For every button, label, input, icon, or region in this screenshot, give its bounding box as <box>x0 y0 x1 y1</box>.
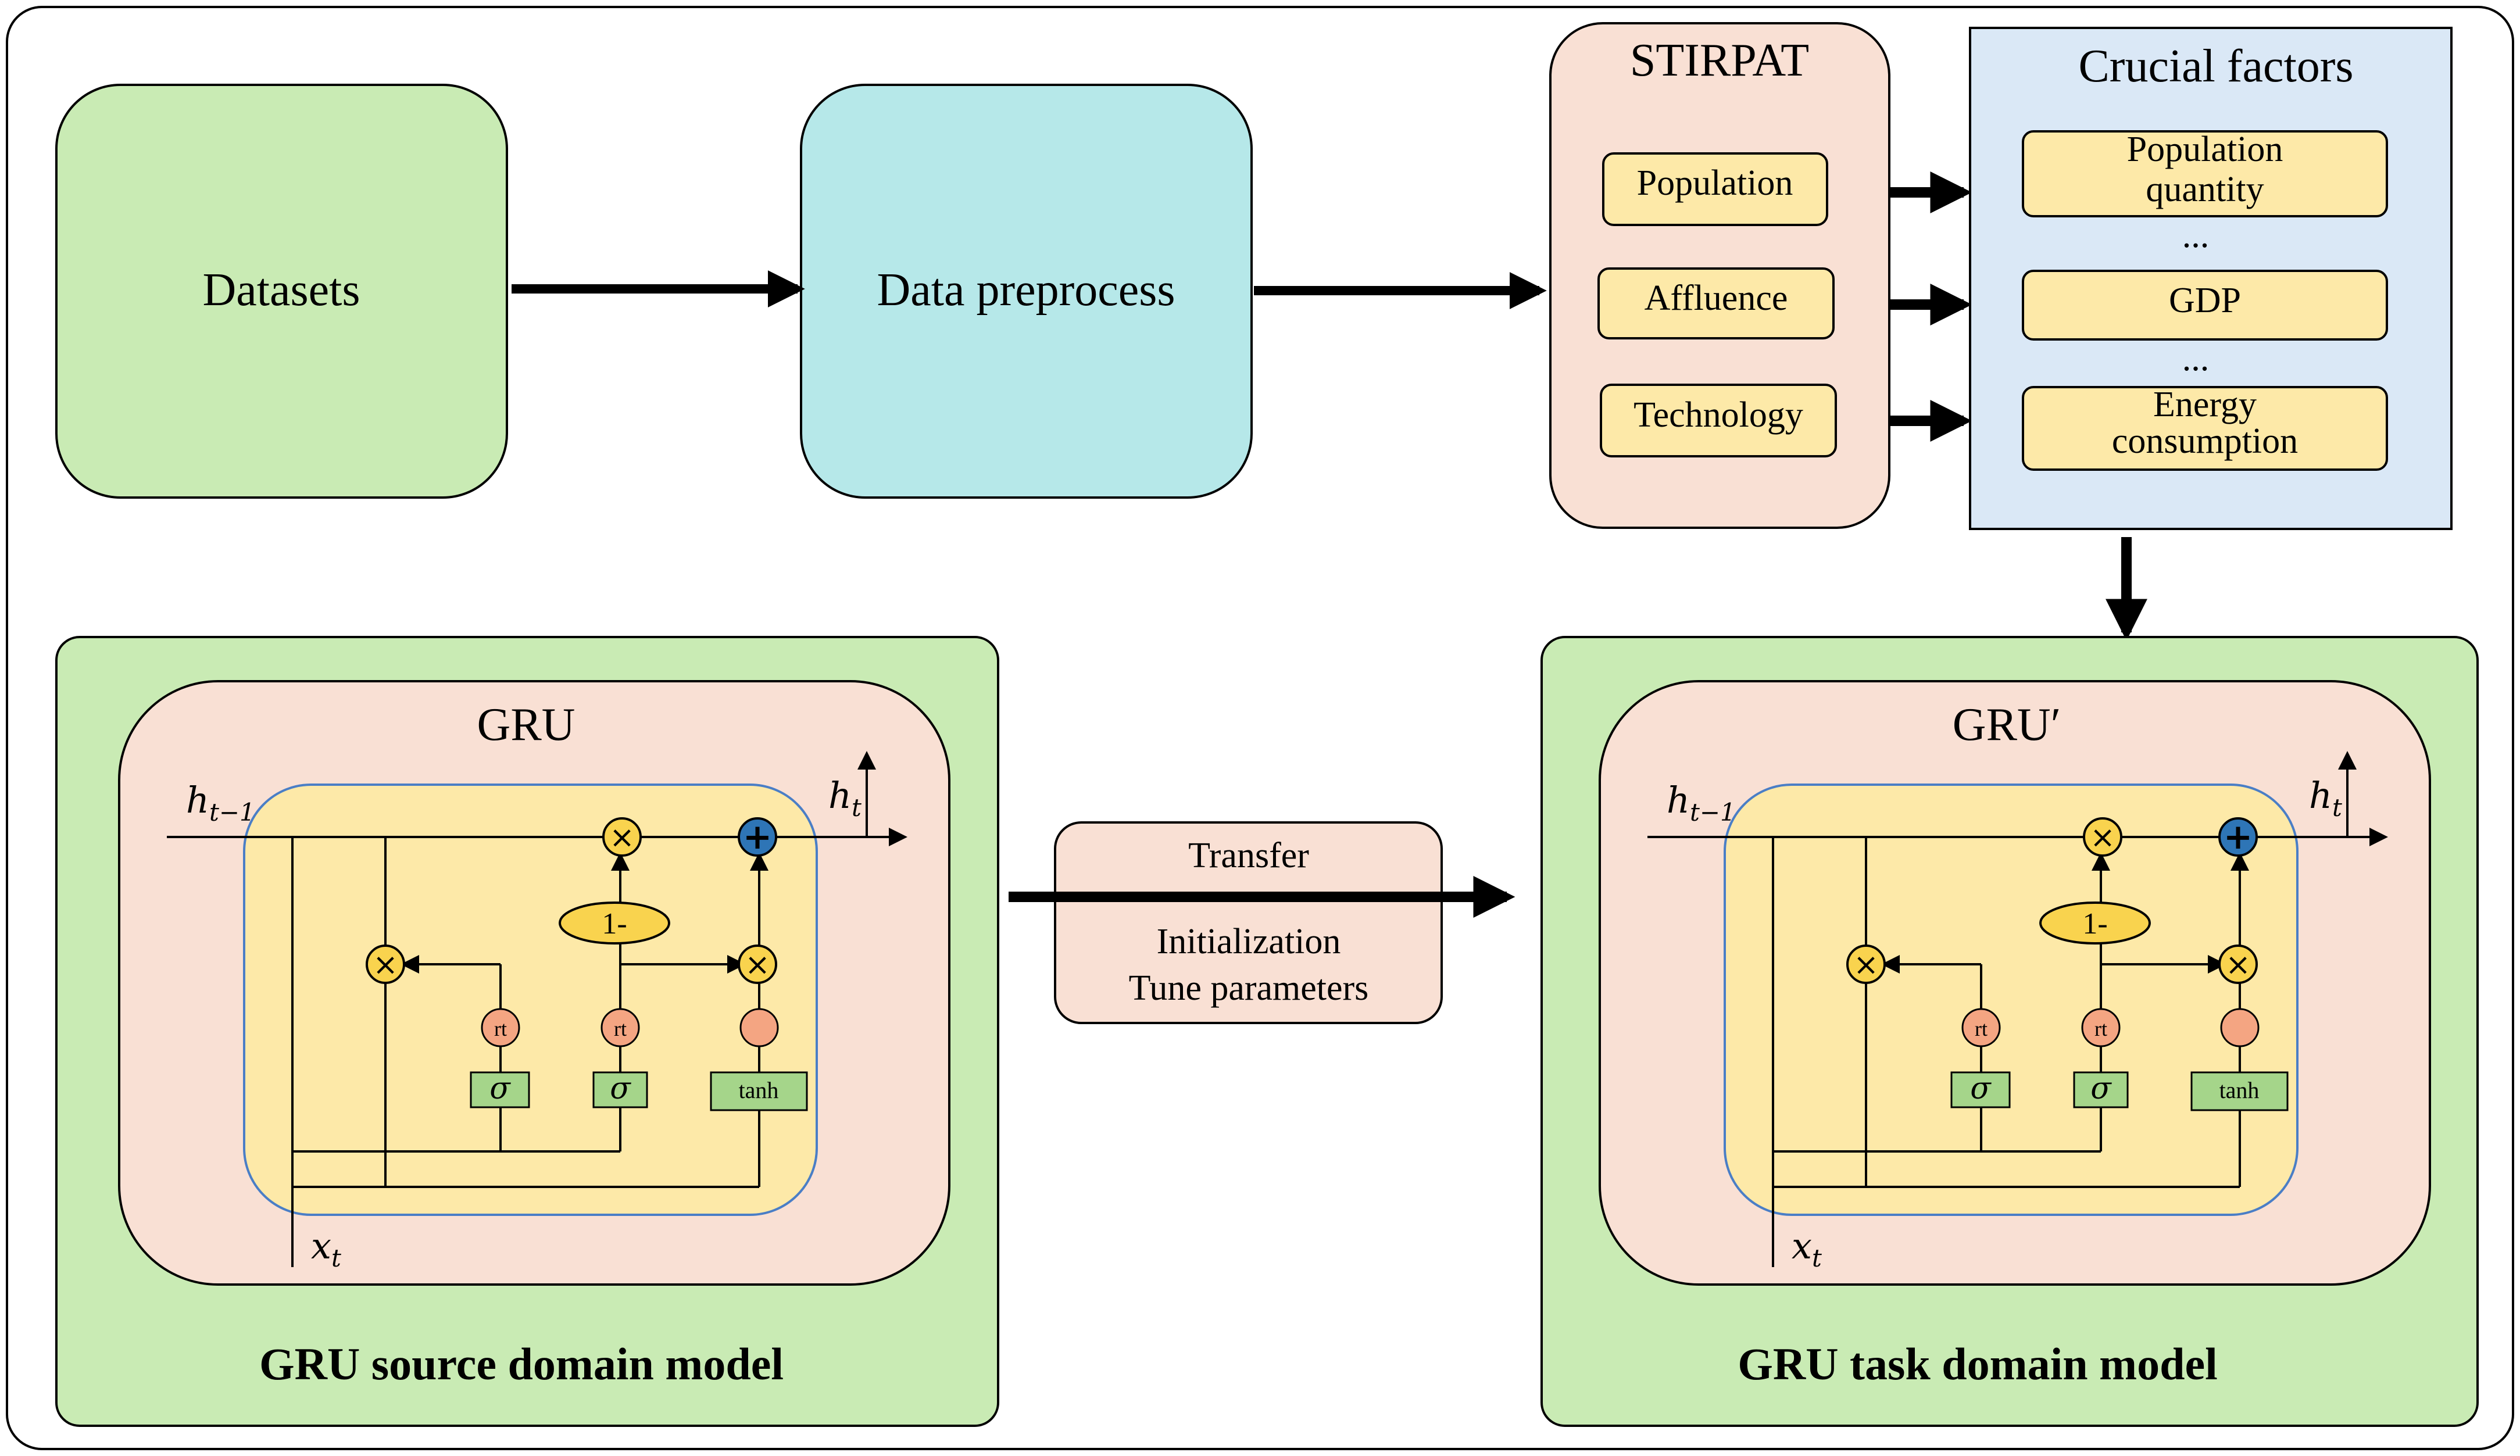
svg-text:tanh: tanh <box>2219 1077 2260 1103</box>
stirpat-item-technology-label: Technology <box>1633 395 1803 435</box>
crucial-item-energy-consumption <box>2022 386 2388 471</box>
svg-text:×: × <box>2225 947 2251 982</box>
svg-text:σ: σ <box>1970 1071 1992 1106</box>
gru-cell-task: GRU′ ht−1 h <box>1599 680 2431 1286</box>
svg-text:×: × <box>373 947 398 982</box>
crucial-factors-title: Crucial factors <box>2078 41 2353 92</box>
tanh-box: tanh <box>710 1071 808 1111</box>
crucial-item-gdp <box>2022 270 2388 341</box>
multiply-node-top: × <box>2083 817 2122 857</box>
gru-inner-cell <box>243 784 818 1216</box>
svg-text:+: + <box>2224 817 2253 857</box>
gru-title: GRU <box>477 699 576 750</box>
gru-cell-source: GRU ht−1 ht <box>118 680 950 1286</box>
tanh-box: tanh <box>2190 1071 2289 1111</box>
x-in-label: xt <box>311 1225 341 1272</box>
svg-text:+: + <box>743 817 772 857</box>
one-minus-node: 1- <box>2039 901 2151 945</box>
crucial-ellipsis-1: ... <box>2182 216 2210 255</box>
candidate-node <box>739 1008 779 1047</box>
reset-gate-node: rt <box>1961 1008 2001 1047</box>
gru-wires <box>1647 751 2388 1267</box>
h-out-label: ht <box>828 774 862 822</box>
update-gate-node: rt <box>600 1008 640 1047</box>
stirpat-item-affluence <box>1597 267 1835 339</box>
sigma-box-reset: σ <box>1950 1071 2011 1108</box>
plus-node: + <box>738 817 777 857</box>
crucial-item-energy-line2: consumption <box>2112 421 2298 461</box>
multiply-node-top: × <box>602 817 642 857</box>
one-minus-node: 1- <box>559 901 670 945</box>
h-prev-label: ht−1 <box>186 779 255 827</box>
svg-text:σ: σ <box>610 1071 631 1106</box>
crucial-item-gdp-label: GDP <box>2169 281 2241 320</box>
svg-text:rt: rt <box>614 1017 627 1040</box>
gru-title: GRU′ <box>1953 699 2061 750</box>
crucial-item-population-quantity <box>2022 130 2388 217</box>
stirpat-item-affluence-label: Affluence <box>1645 278 1788 318</box>
stirpat-item-population <box>1602 152 1828 226</box>
h-prev-label: ht−1 <box>1667 779 1736 827</box>
sigma-box-update: σ <box>2073 1071 2129 1108</box>
reset-gate-node: rt <box>481 1008 520 1047</box>
gru-wires <box>167 751 907 1267</box>
preprocess-label: Data preprocess <box>877 264 1175 316</box>
multiply-node-left: × <box>1846 945 1886 984</box>
stirpat-title: STIRPAT <box>1630 35 1809 86</box>
gru-inner-cell <box>1724 784 2299 1216</box>
candidate-node <box>2220 1008 2260 1047</box>
transfer-tune-parameters: Tune parameters <box>1129 968 1369 1008</box>
crucial-factors-box: Crucial factors Population quantity ... … <box>1969 27 2453 530</box>
preprocess-node: Data preprocess <box>800 84 1253 499</box>
plus-node: + <box>2218 817 2258 857</box>
transfer-box: Transfer Initialization Tune parameters <box>1009 821 1515 1024</box>
multiply-node-right: × <box>738 945 777 984</box>
svg-text:σ: σ <box>489 1071 511 1106</box>
transfer-initialization: Initialization <box>1157 922 1341 961</box>
transfer-title: Transfer <box>1188 836 1309 875</box>
crucial-ellipsis-2: ... <box>2182 339 2210 378</box>
crucial-item-energy-line1: Energy <box>2153 385 2257 424</box>
svg-text:1-: 1- <box>602 907 627 940</box>
stirpat-item-population-label: Population <box>1637 163 1793 203</box>
svg-text:σ: σ <box>2090 1071 2112 1106</box>
sigma-box-reset: σ <box>470 1071 530 1108</box>
update-gate-node: rt <box>2081 1008 2121 1047</box>
svg-text:rt: rt <box>494 1017 507 1040</box>
datasets-node: Datasets <box>55 84 508 499</box>
source-domain-caption: GRU source domain model <box>259 1339 784 1389</box>
h-out-label: ht <box>2309 774 2342 822</box>
svg-text:×: × <box>2090 820 2115 855</box>
stirpat-item-technology <box>1600 384 1837 457</box>
crucial-item-population-line2: quantity <box>2146 170 2264 209</box>
sigma-box-update: σ <box>592 1071 648 1108</box>
svg-text:×: × <box>609 820 635 855</box>
datasets-label: Datasets <box>202 264 360 316</box>
svg-text:rt: rt <box>1975 1017 1988 1040</box>
svg-text:×: × <box>1853 947 1879 982</box>
svg-text:1-: 1- <box>2082 907 2107 940</box>
crucial-item-population-line1: Population <box>2127 130 2283 169</box>
x-in-label: xt <box>1792 1225 1822 1272</box>
multiply-node-right: × <box>2218 945 2258 984</box>
svg-text:tanh: tanh <box>739 1077 779 1103</box>
svg-text:×: × <box>745 947 770 982</box>
svg-text:rt: rt <box>2094 1017 2107 1040</box>
task-domain-caption: GRU task domain model <box>1738 1339 2218 1389</box>
multiply-node-left: × <box>366 945 405 984</box>
stirpat-box: STIRPAT Population Affluence Technology <box>1549 22 1890 529</box>
